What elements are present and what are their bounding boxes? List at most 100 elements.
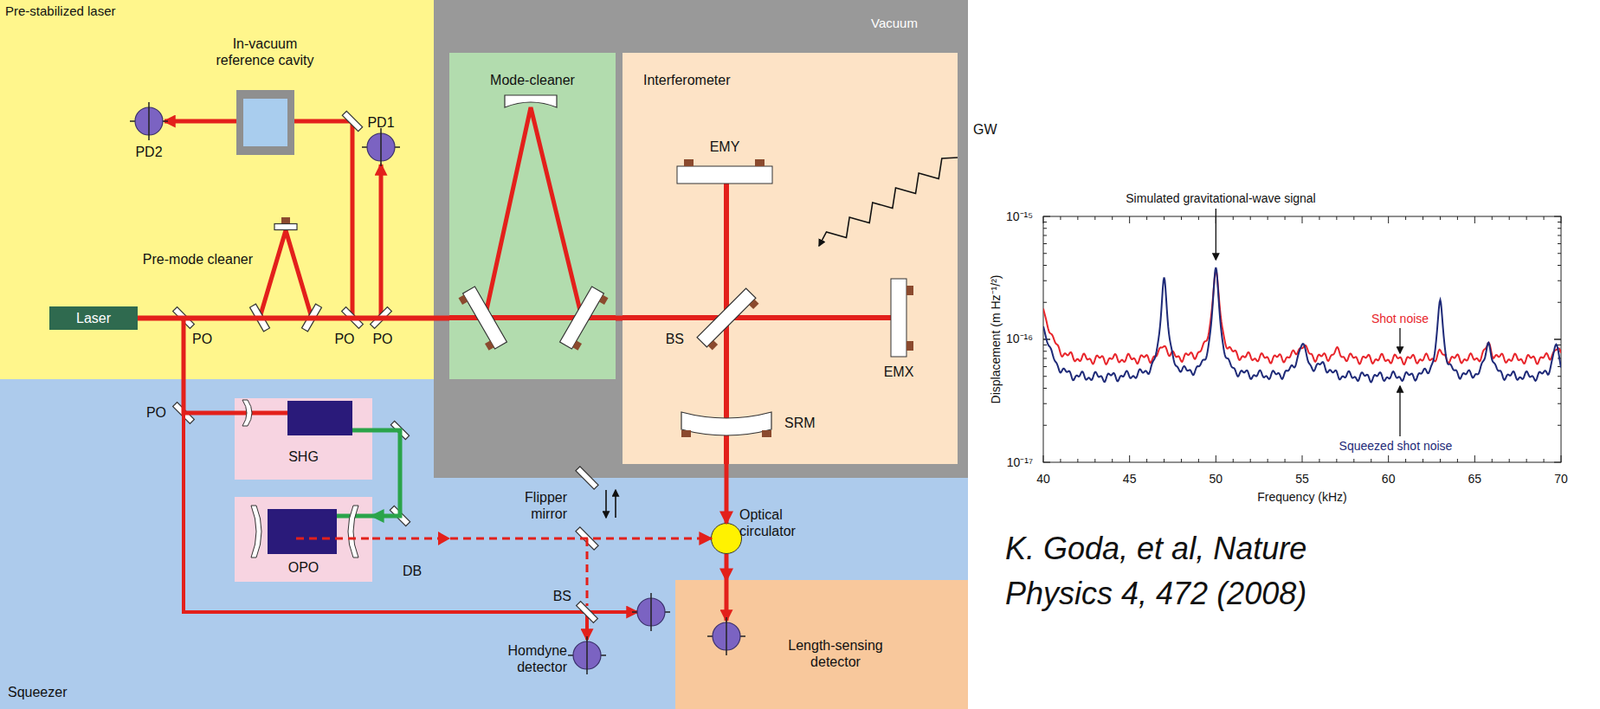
y-tick: [1557, 221, 1562, 223]
x-tick: [1163, 216, 1165, 220]
axis-label: Squeezed shot noise: [1339, 438, 1453, 454]
part-label: Pre-mode cleaner: [142, 251, 253, 268]
mirror-mount: [906, 341, 914, 351]
y-tick: [1043, 280, 1047, 282]
x-tick: [1439, 216, 1441, 220]
x-tick: [1318, 216, 1320, 220]
x-tick: [1509, 216, 1510, 220]
x-tick: [1250, 458, 1252, 463]
nonlinear-crystal: [267, 509, 337, 555]
gravitational-wave-arrow: [819, 157, 958, 246]
beam-connector: [724, 554, 730, 581]
axis-label: 10⁻¹⁶: [1006, 331, 1033, 347]
flipper-mirror: [575, 466, 599, 490]
node-label: Squeezer: [7, 683, 976, 701]
nonlinear-crystal: [287, 400, 353, 436]
label-anchor: PO: [372, 330, 393, 348]
label-anchor: Pre-mode cleaner: [142, 251, 253, 268]
x-tick: [1059, 458, 1061, 463]
end-mirror: [890, 278, 907, 357]
caption: K. Goda, et al, Nature Physics 4, 472 (2…: [1005, 526, 1352, 617]
photodetector-symbol: [361, 128, 400, 167]
y-tick: [1557, 344, 1562, 346]
x-tick: [1543, 458, 1545, 463]
part-label: PO: [192, 330, 213, 348]
squeezed-beam: [586, 538, 589, 607]
part-label: In-vacuum reference cavity: [206, 35, 324, 69]
node-label: Length-sensing detector: [779, 637, 892, 671]
label-anchor: 40: [1036, 471, 1051, 487]
part-label: Flipper mirror: [513, 489, 568, 523]
signal-recycling-mirror: [681, 412, 772, 436]
beam-connector: [724, 464, 730, 523]
label-anchor: Displacement (m Hz⁻¹/²): [988, 275, 1004, 405]
y-tick: [1043, 252, 1047, 254]
beam-connector: [615, 316, 623, 322]
label-anchor: 70: [1554, 471, 1568, 487]
label-anchor: PD2: [135, 143, 162, 161]
laser-beam: [259, 230, 312, 318]
x-tick: [1180, 458, 1182, 463]
mirror-body: [274, 224, 297, 231]
laser-box: Laser: [49, 306, 138, 330]
x-tick: [1284, 458, 1286, 463]
signal-beam: [724, 580, 730, 621]
reference-cavity: [236, 90, 295, 155]
green-beam: [352, 428, 373, 433]
label-anchor: Frequency (kHz): [1257, 490, 1347, 505]
x-tick: [1198, 216, 1200, 220]
mirror-mount: [906, 285, 914, 296]
beam-splitter: [696, 288, 761, 352]
pump-beam: [234, 411, 288, 416]
axis-label: 60: [1381, 471, 1396, 487]
axis-label: 10⁻¹⁷: [1006, 455, 1033, 471]
flip-arrow: [614, 490, 617, 518]
y-tick: [1043, 227, 1047, 229]
x-tick: [1387, 216, 1389, 224]
annotation-arrow: [1399, 328, 1400, 354]
x-tick: [1422, 458, 1424, 463]
laser-beam: [622, 315, 891, 321]
cavity-mirror: [348, 505, 359, 558]
y-tick: [1557, 243, 1562, 245]
x-tick: [1422, 216, 1424, 220]
axis-label: 10⁻¹⁵: [1006, 209, 1033, 225]
x-tick: [1059, 216, 1061, 220]
y-tick: [1557, 302, 1562, 304]
cavity-spacer: [243, 98, 288, 147]
label-anchor: Simulated gravitational-wave signal: [1125, 191, 1316, 207]
mirror-mount: [761, 430, 772, 438]
y-tick: [1554, 339, 1562, 341]
pmc-mirror: [274, 224, 297, 231]
x-tick: [1111, 216, 1113, 220]
y-tick: [1043, 221, 1047, 223]
beam-connector: [372, 430, 400, 517]
axis-label: 65: [1468, 471, 1483, 487]
y-tick: [1557, 425, 1562, 426]
node-label: SHG: [234, 448, 373, 465]
y-tick: [1557, 375, 1562, 377]
y-tick: [1043, 302, 1047, 304]
x-tick: [1302, 216, 1304, 224]
mirror-body: [560, 286, 605, 349]
label-anchor: EMY: [709, 138, 741, 155]
x-tick: [1543, 216, 1545, 220]
mirror-mount: [281, 217, 291, 224]
annotation-arrow: [1215, 208, 1217, 260]
part-label: PO: [146, 404, 167, 421]
axis-label: Simulated gravitational-wave signal: [1125, 191, 1316, 207]
y-tick: [1043, 425, 1047, 426]
detector-lead: [380, 128, 382, 167]
y-tick: [1557, 264, 1562, 266]
x-tick: [1526, 216, 1528, 220]
label-anchor: PD1: [367, 114, 394, 131]
photodetector-symbol: [632, 593, 671, 632]
x-tick: [1077, 458, 1078, 463]
mirror-mount: [754, 159, 765, 167]
x-tick: [1439, 458, 1441, 463]
part-label: PD2: [135, 143, 162, 161]
x-tick: [1387, 455, 1389, 463]
